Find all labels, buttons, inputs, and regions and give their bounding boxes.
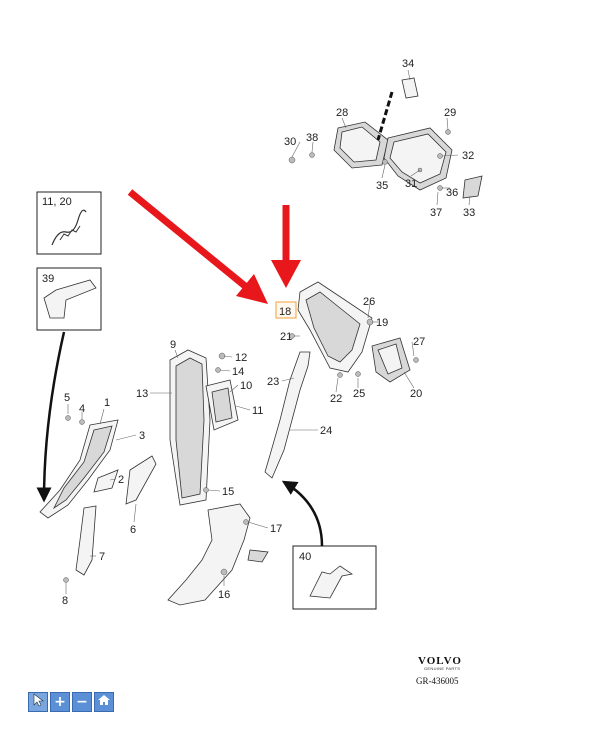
callout-labels: 34 28 29 30 38 32 35 31 36 37 33 26 19 2… (62, 58, 475, 607)
upper-assembly (288, 77, 483, 199)
callout-6: 6 (130, 524, 136, 536)
highlight-callout-box (275, 301, 297, 319)
callout-32: 32 (462, 150, 474, 162)
inset-box-spring: 11, 20 (36, 191, 102, 255)
inset-box-handle-label: 39 (42, 273, 54, 285)
callout-17: 17 (270, 523, 282, 535)
callout-4: 4 (79, 403, 85, 415)
brand-name: VOLVO (418, 655, 462, 667)
callout-29: 29 (444, 107, 456, 119)
home-icon (97, 694, 111, 710)
callout-37: 37 (430, 207, 442, 219)
callout-21: 21 (280, 331, 292, 343)
leader-lines (65, 69, 471, 594)
callout-3: 3 (139, 430, 145, 442)
zoom-out-label: − (76, 694, 88, 710)
zoom-in-label: + (54, 694, 66, 710)
box-pointer-arrow (36, 331, 66, 503)
zoom-toolbar: + − (28, 692, 114, 712)
callout-38: 38 (306, 132, 318, 144)
callout-24: 24 (320, 425, 332, 437)
callout-12: 12 (235, 352, 247, 364)
brand-block: VOLVO GENUINE PARTS GR-436005 (416, 655, 462, 686)
callout-30: 30 (284, 136, 296, 148)
cursor-icon (32, 693, 44, 711)
callout-1: 1 (104, 397, 110, 409)
b-pillar-upper (264, 281, 419, 479)
home-button[interactable] (94, 692, 114, 712)
callout-20: 20 (410, 388, 422, 400)
callout-27: 27 (413, 336, 425, 348)
callout-28: 28 (336, 107, 348, 119)
callout-7: 7 (99, 551, 105, 563)
inset-box-pad: 40 (292, 545, 377, 610)
callout-2: 2 (118, 474, 124, 486)
zoom-out-button[interactable]: − (72, 692, 92, 712)
red-arrows (127, 189, 301, 304)
inset-box-pad-label: 40 (299, 551, 311, 563)
callout-31: 31 (405, 178, 417, 190)
left-sill-assembly (39, 415, 157, 583)
callout-14: 14 (232, 366, 244, 378)
callout-23: 23 (267, 376, 279, 388)
c-pillar-assembly (167, 349, 269, 606)
callout-9: 9 (170, 339, 176, 351)
callout-11: 11 (252, 405, 263, 417)
callout-5: 5 (64, 392, 70, 404)
callout-33: 33 (463, 207, 475, 219)
inset-box-spring-label: 11, 20 (42, 196, 72, 208)
brand-sub: GENUINE PARTS (424, 666, 460, 671)
callout-26: 26 (363, 296, 375, 308)
box-pointer-arrow (281, 480, 324, 547)
callout-25: 25 (353, 388, 365, 400)
callout-16: 16 (218, 589, 230, 601)
callout-10: 10 (240, 380, 252, 392)
callout-19: 19 (376, 317, 388, 329)
callout-22: 22 (330, 393, 342, 405)
callout-36: 36 (446, 187, 458, 199)
inset-box-handle: 39 (36, 267, 102, 331)
callout-13: 13 (136, 388, 148, 400)
callout-8: 8 (62, 595, 68, 607)
zoom-in-button[interactable]: + (50, 692, 70, 712)
callout-34: 34 (402, 58, 414, 70)
select-button[interactable] (28, 692, 48, 712)
callout-18: 18 (279, 306, 291, 318)
diagram-code: GR-436005 (416, 676, 459, 686)
callout-35: 35 (376, 180, 388, 192)
callout-15: 15 (222, 486, 234, 498)
